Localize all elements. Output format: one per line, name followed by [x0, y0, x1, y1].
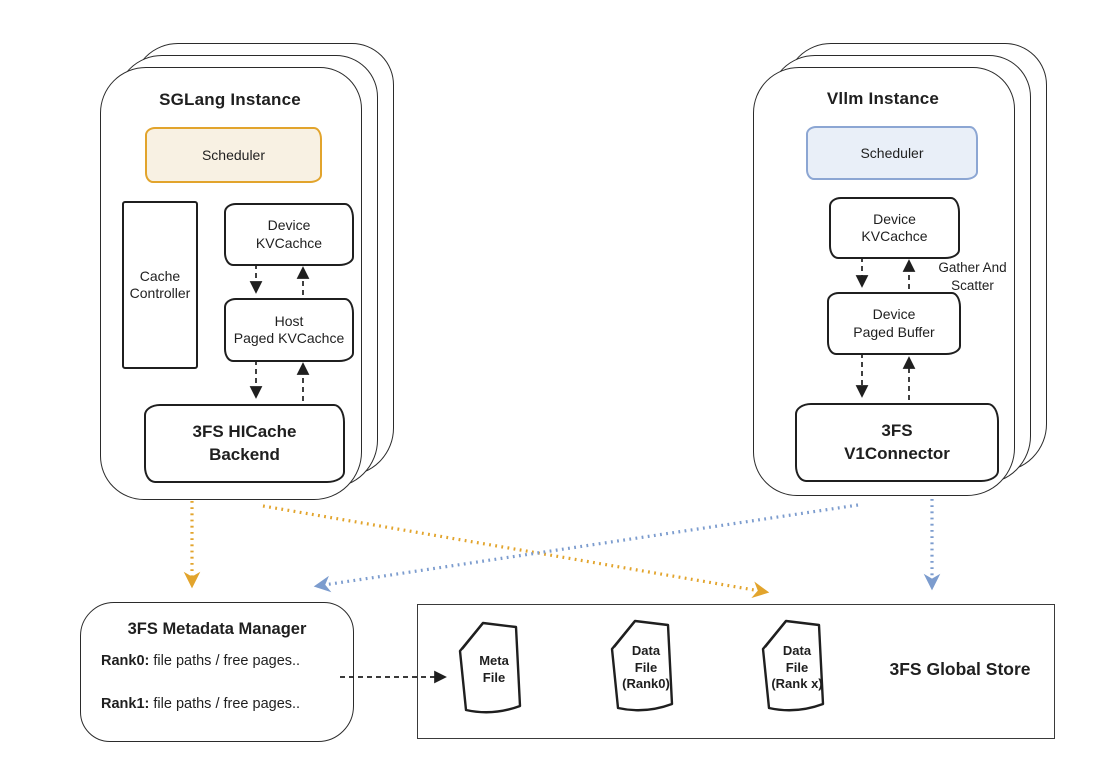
sglang-device-kvcache-box: Device KVCachce: [224, 203, 354, 266]
meta-file: Meta File: [455, 620, 529, 720]
sglang-title: SGLang Instance: [159, 90, 301, 109]
rank0-row: Rank0: file paths / free pages..: [101, 653, 300, 669]
global-store-box: [417, 604, 1055, 739]
file-icon: [610, 619, 674, 712]
sglang-scheduler-label: Scheduler: [201, 147, 266, 163]
metadata-manager-title: 3FS Metadata Manager: [127, 620, 307, 638]
rank1-row: Rank1: file paths / free pages..: [101, 696, 300, 712]
file-icon: [458, 621, 522, 714]
arrow-sglang-to-global-store: [262, 504, 770, 598]
data-file-rank0: Data File (Rank0): [607, 618, 681, 718]
hicache-backend-box: 3FS HICache Backend: [144, 404, 345, 483]
sglang-device-kvcache-label: Device KVCachce: [255, 217, 323, 251]
data-file-rank0-label: Data File (Rank0): [622, 642, 670, 692]
metadata-manager-box: 3FS Metadata Manager Rank0: file paths /…: [80, 602, 354, 742]
gather-scatter-label: Gather And Scatter: [938, 260, 1007, 294]
vllm-device-kvcache-label: Device KVCachce: [861, 210, 928, 245]
host-paged-kvcache-box: Host Paged KVCachce: [224, 298, 354, 362]
device-paged-buffer-label: Device Paged Buffer: [853, 306, 935, 340]
global-store-title: 3FS Global Store: [889, 659, 1031, 679]
hicache-backend-label: 3FS HICache Backend: [192, 422, 297, 464]
sglang-scheduler-box: Scheduler: [145, 127, 322, 183]
rank1-label: Rank1:: [101, 696, 150, 712]
data-file-rankx: Data File (Rank x): [758, 618, 832, 718]
file-icon: [761, 619, 825, 712]
data-file-rankx-label: Data File (Rank x): [771, 642, 823, 692]
meta-file-label: Meta File: [479, 653, 509, 685]
cache-controller-box: Cache Controller: [122, 201, 198, 369]
rank0-label: Rank0:: [101, 653, 150, 669]
device-paged-buffer-box: Device Paged Buffer: [827, 292, 961, 355]
cache-controller-label: Cache Controller: [129, 267, 191, 302]
arrow-vllm-to-metadata-manager: [313, 503, 859, 593]
v1connector-box: 3FS V1Connector: [795, 403, 999, 482]
v1connector-label: 3FS V1Connector: [844, 421, 950, 463]
vllm-scheduler-label: Scheduler: [860, 145, 924, 161]
rank1-text: file paths / free pages..: [149, 696, 301, 712]
vllm-title: Vllm Instance: [826, 89, 940, 108]
vllm-scheduler-box: Scheduler: [806, 126, 978, 180]
vllm-device-kvcache-box: Device KVCachce: [829, 197, 960, 259]
rank0-text: file paths / free pages..: [149, 653, 301, 669]
host-paged-kvcache-label: Host Paged KVCachce: [233, 312, 345, 347]
